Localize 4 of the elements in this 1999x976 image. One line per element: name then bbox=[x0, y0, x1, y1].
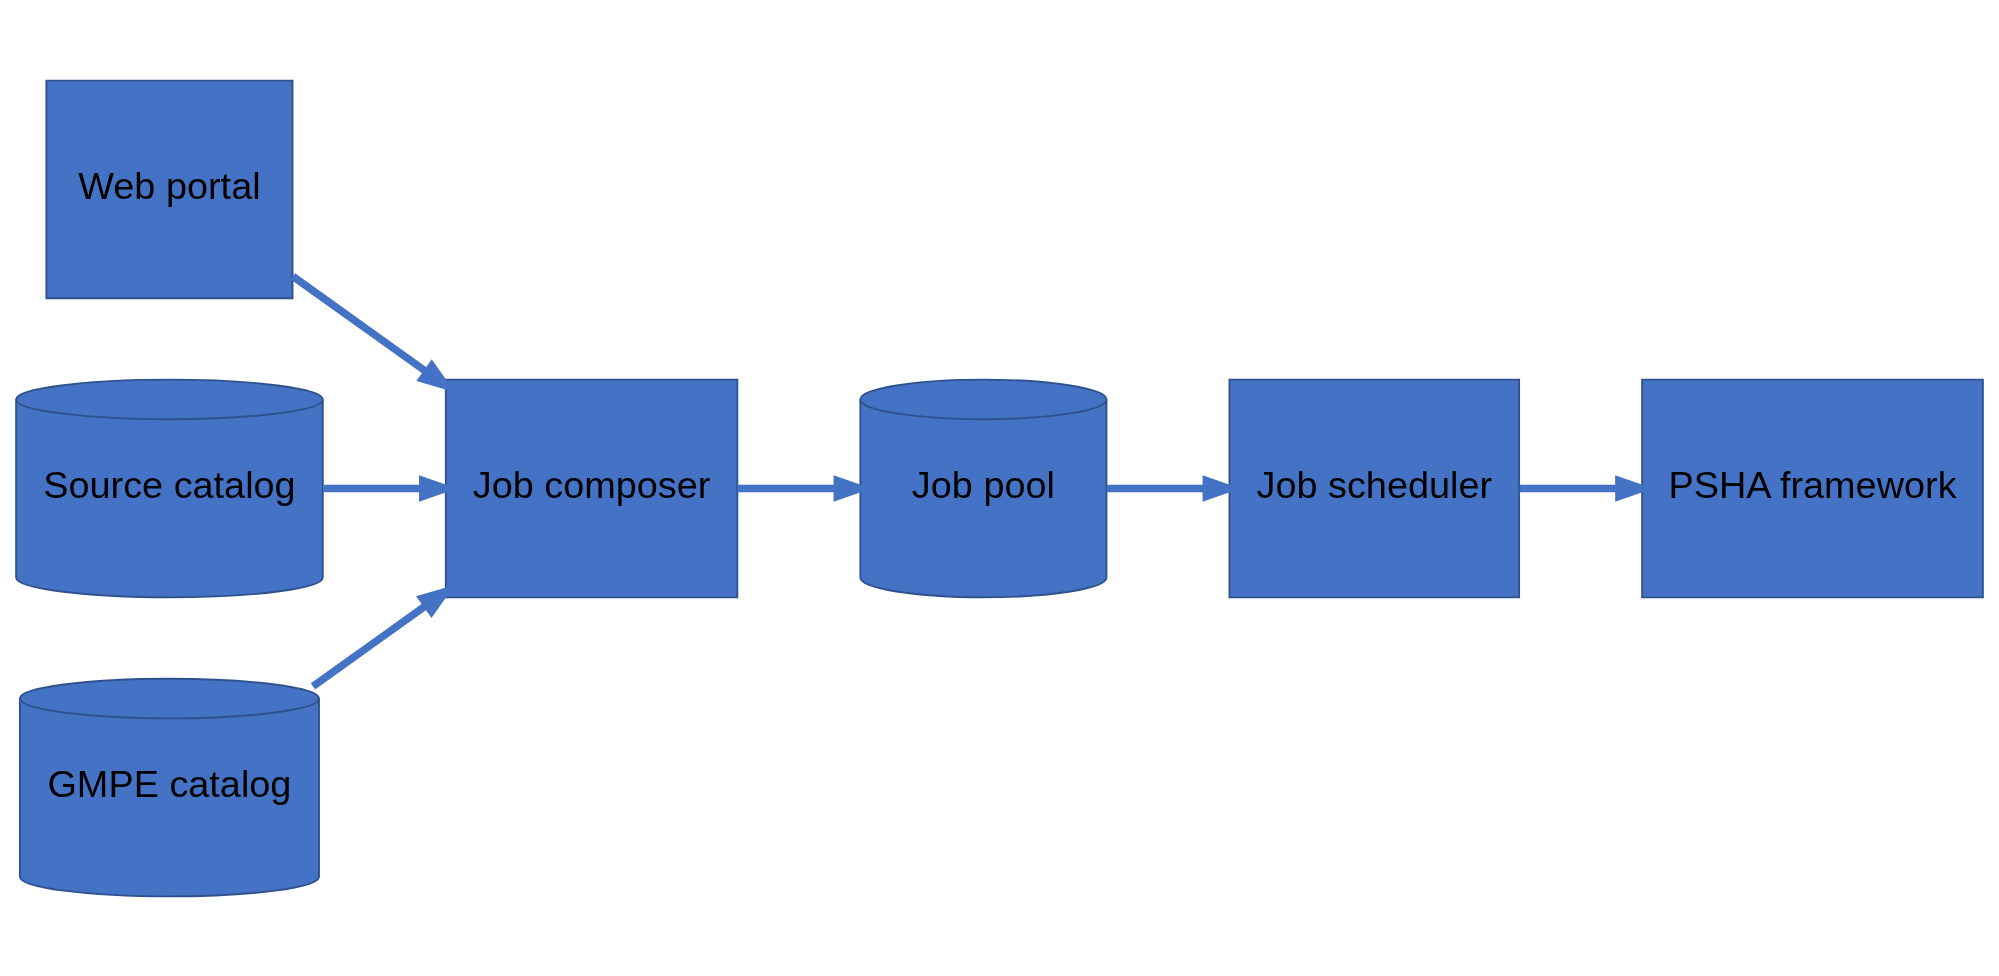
node-box: PSHA framework bbox=[1641, 378, 1984, 598]
node-box: Job composer bbox=[444, 378, 739, 598]
node-box: Job scheduler bbox=[1228, 378, 1521, 598]
node-box: Web portal bbox=[45, 79, 294, 299]
